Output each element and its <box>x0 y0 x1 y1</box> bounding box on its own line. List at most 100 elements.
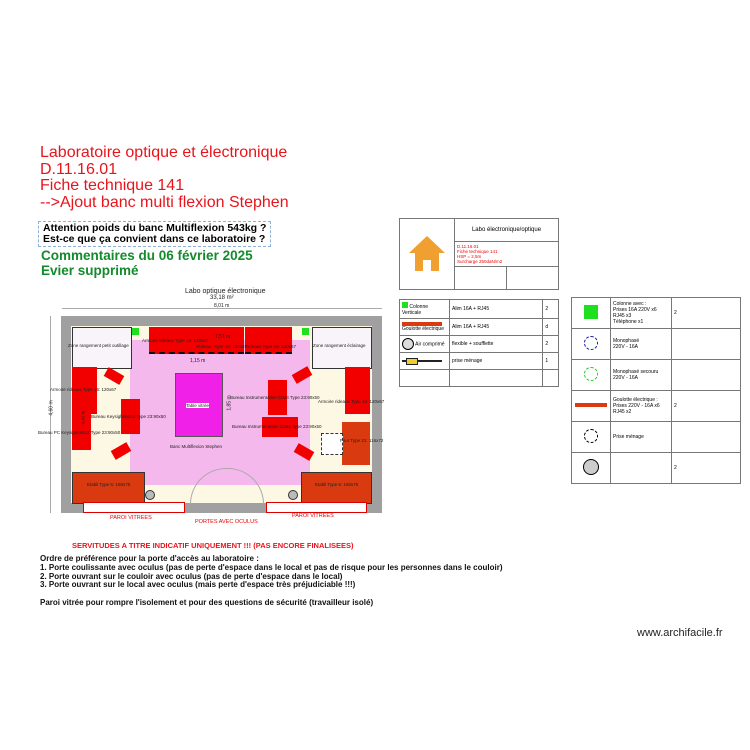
label: Etabli Type 6: 180x75 <box>87 482 131 487</box>
dimension: 4,42 m <box>80 410 86 425</box>
label: Zone rangement éclairage <box>313 343 366 348</box>
legend-item: Air comprimé <box>399 335 450 353</box>
comments: Commentaires du 06 février 2025 Evier su… <box>41 248 253 278</box>
label: Bureau Keysight/MG3 Type 23:90x50 <box>91 414 166 419</box>
legend-desc: Colonne avec : Prises 16A 220V x6 RJ45 x… <box>610 297 672 329</box>
legend-qty <box>671 421 741 453</box>
socket-black-icon <box>584 429 598 443</box>
air-outlet-icon <box>402 338 414 350</box>
label: Four Type 21: 116x72 <box>340 438 384 443</box>
weight-warning: Attention poids du banc Multiflexion 543… <box>38 221 272 247</box>
paroi-note: Paroi vitrée pour rompre l'isolement et … <box>40 598 374 608</box>
dimension: 1,15 m <box>190 358 206 364</box>
green-square-icon <box>302 328 309 335</box>
label: Bureau PC Keysight/MG2 Type 23:90x50 <box>38 430 121 435</box>
cabinet <box>149 327 244 354</box>
title-line: -->Ajout banc multi flexion Stephen <box>40 193 289 211</box>
label: Rideaux Type 16: 120x67 <box>196 344 247 349</box>
legend-desc: Alim 16A + RJ45 <box>448 318 544 336</box>
watermark: www.archifacile.fr <box>637 627 723 639</box>
legend-desc <box>610 452 672 484</box>
label: Armoire rideaux Type 16: 120x67 <box>142 338 209 343</box>
title-line: Fiche technique 141 <box>40 177 185 194</box>
servitudes-note: SERVITUDES A TITRE INDICATIF UNIQUEMENT … <box>72 541 354 550</box>
label: PAROI VITREES <box>110 515 152 521</box>
label: Etabli Type 6: 180x75 <box>315 482 359 487</box>
green-square-icon <box>584 305 598 319</box>
desk-pc <box>72 414 91 450</box>
legend-item: Colonne Verticale <box>399 299 450 319</box>
legend-desc: Monophasé 220V - 16A <box>610 328 672 360</box>
comment-line: Evier supprimé <box>41 262 139 278</box>
legend-qty: 1 <box>542 352 559 370</box>
label: PAROI VITREES <box>292 513 334 519</box>
air-outlet-icon <box>145 490 155 500</box>
glass-wall-left <box>83 502 185 513</box>
desk-instrumentation <box>262 417 298 437</box>
label: Armoire rideaux Type 16: 120x67 <box>50 387 117 392</box>
green-square-icon <box>132 328 139 335</box>
storage-zone-left <box>72 327 132 369</box>
warning-line: Est-ce que ça convient dans ce laboratoi… <box>43 233 266 245</box>
label: Zone rangement petit outillage <box>68 343 129 348</box>
air-outlet-icon <box>288 490 298 500</box>
legend-desc: Prise ménage <box>610 421 672 453</box>
legend-desc: Monophasé secouru 220V - 16A <box>610 359 672 391</box>
width-dimension: 8,01 m <box>214 303 230 309</box>
header-title: Laboratoire optique et électronique D.11… <box>40 144 289 211</box>
cabinet <box>245 327 292 354</box>
legend-qty: 2 <box>542 335 559 353</box>
house-icon <box>399 218 455 290</box>
title-block-title: Labo électronique/optique <box>454 218 559 242</box>
label: Banc Multiflexion Stephen <box>170 444 223 449</box>
goulotte-icon <box>402 322 442 326</box>
goulotte-icon <box>575 403 607 407</box>
plan-area: 33,18 m² <box>210 295 234 301</box>
plan-title: Labo optique électronique <box>185 288 266 295</box>
label: Bureau Instrumentation CIM4 Type 23:90x5… <box>232 424 322 429</box>
legend-desc: prise ménage <box>448 352 544 370</box>
green-square-icon <box>402 302 408 308</box>
power-cord-icon <box>402 358 442 365</box>
label: Armoire rideaux Type 16: 120x67 <box>318 399 385 404</box>
label: PORTES AVEC OCULUS <box>195 519 258 525</box>
stool <box>321 433 343 455</box>
label: Rideaux Type 16: 120x67 <box>245 344 296 349</box>
legend-qty: 2 <box>671 297 741 329</box>
legend-qty: d <box>542 318 559 336</box>
workbench-left <box>72 472 145 504</box>
legend-qty <box>671 359 741 391</box>
socket-green-icon <box>584 367 598 381</box>
dimension: 7,51 m <box>215 334 231 340</box>
legend-desc: flexible + soufflette <box>448 335 544 353</box>
legend-qty: 2 <box>671 390 741 422</box>
glass-wall-right <box>266 502 367 513</box>
legend-desc: Alim 16A + RJ45 <box>448 299 544 319</box>
oven <box>342 422 370 465</box>
air-outlet-icon <box>583 459 599 475</box>
label: Bureau Instrumentation CIM3 Type 23:90x5… <box>230 395 320 400</box>
legend-item: Goulotte électrique <box>399 318 450 336</box>
legend-table-2: Colonne avec : Prises 16A 220V x6 RJ45 x… <box>571 297 741 484</box>
legend-qty <box>671 328 741 360</box>
cabinet-right <box>345 367 370 414</box>
legend-desc: Goulotte électrique : Prises 220V - 16A … <box>610 390 672 422</box>
label: Table vitrée <box>186 403 210 408</box>
door-notes: Ordre de préférence pour la porte d'accè… <box>40 554 503 608</box>
desk-keysight <box>121 399 140 434</box>
socket-blue-icon <box>584 336 598 350</box>
desk-instrumentation <box>268 380 287 415</box>
warning-line: Attention poids du banc Multiflexion 543… <box>43 222 267 234</box>
comments-title: Commentaires du 06 février 2025 <box>41 248 253 263</box>
legend-qty: 2 <box>542 299 559 319</box>
title-line: D.11.16.01 <box>40 160 118 178</box>
cabinet-left <box>72 367 97 414</box>
storage-zone-right <box>312 327 372 369</box>
workbench-right <box>301 472 372 504</box>
title-line: Laboratoire optique et électronique <box>40 144 288 161</box>
legend-item <box>399 352 450 370</box>
height-dimension: 4,60 m <box>48 400 55 416</box>
